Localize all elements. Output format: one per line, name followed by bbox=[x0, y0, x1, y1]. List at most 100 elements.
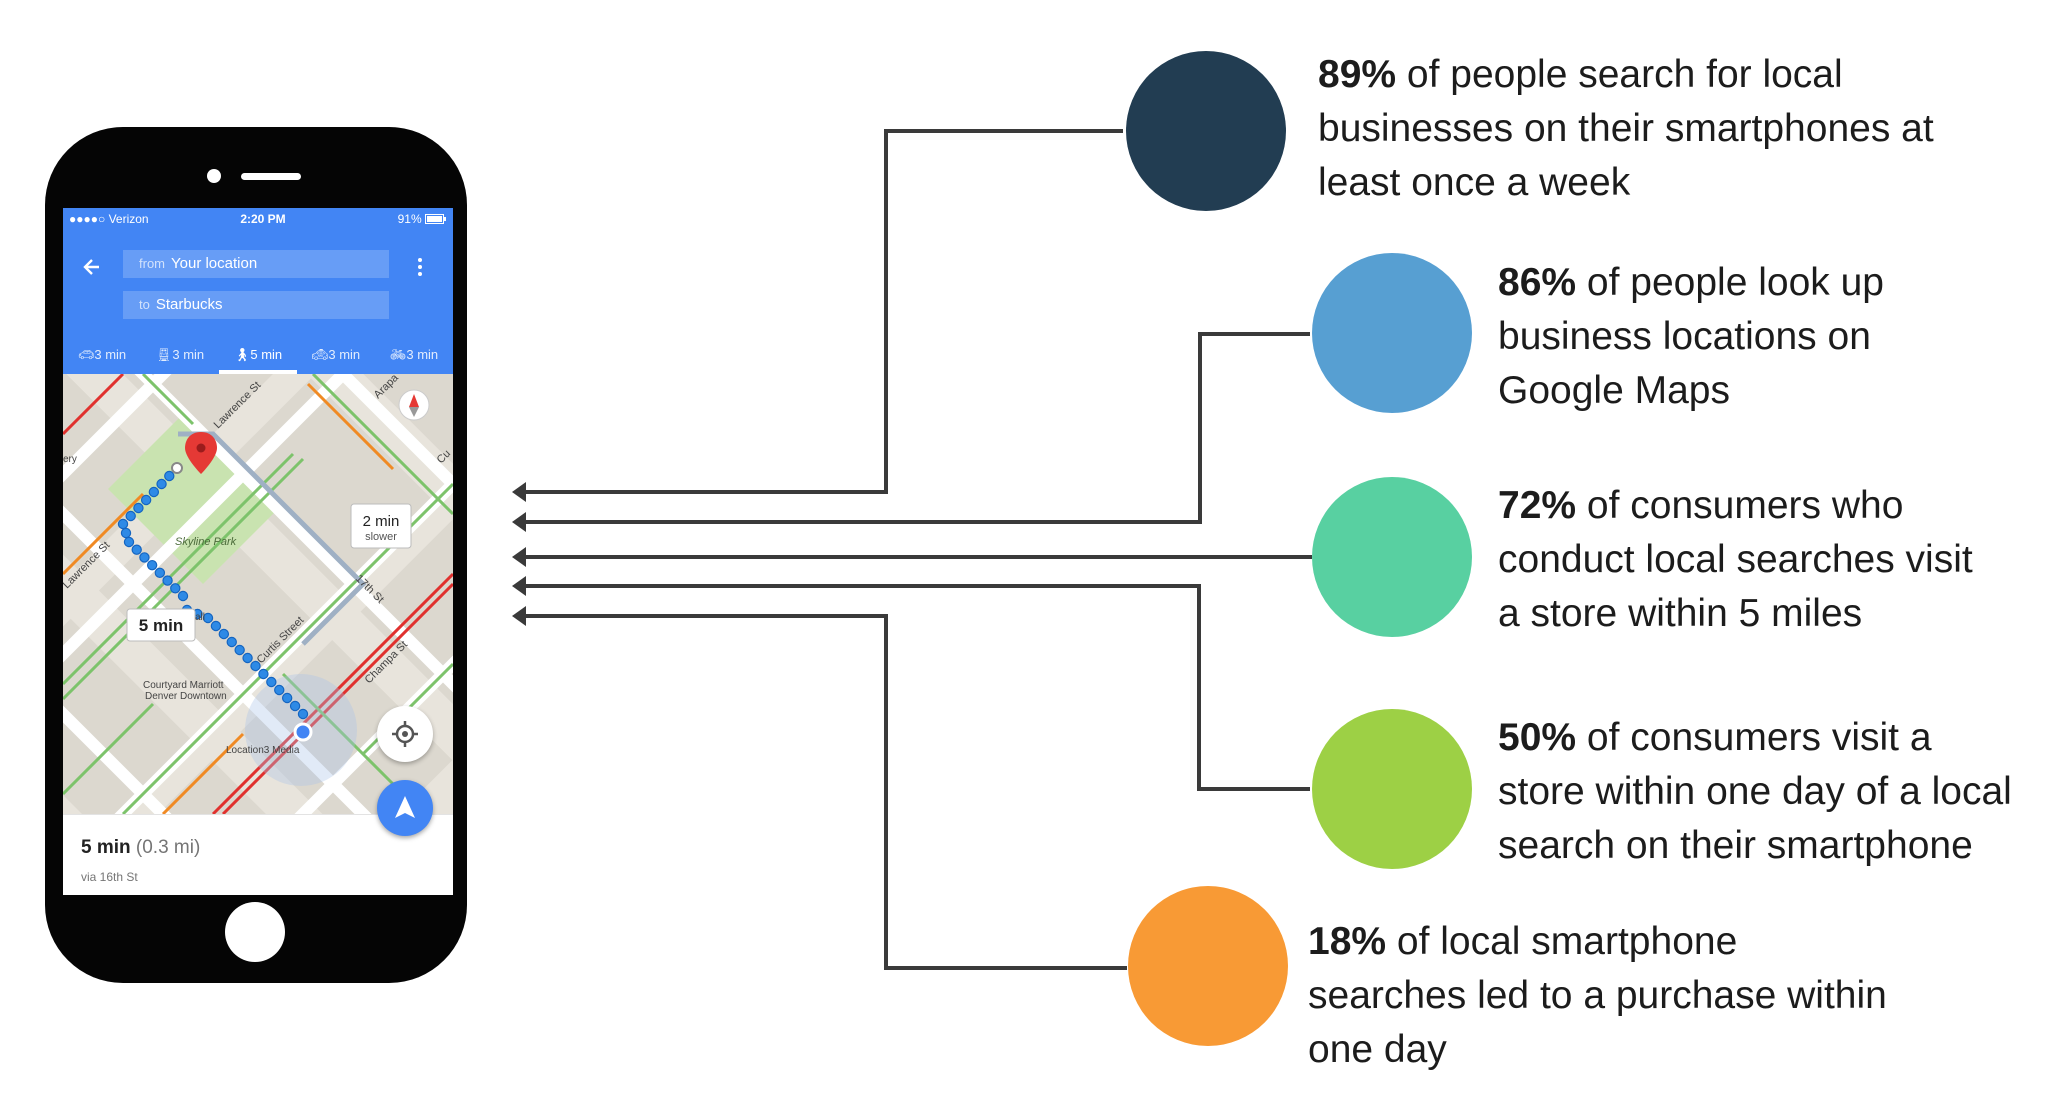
arrowhead-icon bbox=[512, 576, 526, 596]
poi-label-marriott-2: Denver Downtown bbox=[145, 691, 227, 702]
destination-pin-icon[interactable] bbox=[185, 432, 217, 474]
route-dot bbox=[297, 708, 309, 720]
route-dot bbox=[154, 567, 166, 579]
bike-icon: 🚲︎ bbox=[389, 347, 407, 362]
route-dot bbox=[139, 552, 150, 563]
traffic-lines bbox=[63, 374, 453, 814]
route-map[interactable]: Lawrence St Lawrence St 17th St Curtis S… bbox=[63, 374, 453, 814]
route-dot bbox=[242, 652, 253, 664]
tab-taxi-label: 3 min bbox=[328, 347, 361, 362]
battery-icon bbox=[425, 214, 446, 224]
route-summary-card[interactable]: 5 min (0.3 mi) via 16th St bbox=[63, 814, 453, 895]
arrowhead-icon bbox=[512, 606, 526, 626]
route-dot bbox=[133, 502, 144, 514]
connector-1 bbox=[520, 129, 1123, 494]
walking-route bbox=[117, 470, 309, 720]
stat-text-5: 18% of local smartphone searches led to … bbox=[1308, 915, 2008, 1077]
stat-text-3: 72% of consumers who conduct local searc… bbox=[1498, 479, 2038, 641]
connector-4 bbox=[520, 584, 1310, 791]
route-dot bbox=[258, 668, 269, 680]
stat-line-1a: businesses on their smartphones at bbox=[1318, 107, 1934, 150]
tab-transit[interactable]: 🚆︎3 min bbox=[141, 336, 219, 374]
stat-text-4: 50% of consumers visit a store within on… bbox=[1498, 711, 2046, 873]
route-badge-alt-note: slower bbox=[365, 531, 397, 543]
stat-percent-5: 18% bbox=[1308, 920, 1387, 963]
route-badge-alt-time: 2 min bbox=[363, 513, 400, 530]
tab-bike-label: 3 min bbox=[406, 347, 439, 362]
stat-line-3b: a store within 5 miles bbox=[1498, 592, 1863, 635]
current-location-dot bbox=[293, 722, 313, 742]
transit-icon: 🚆︎ bbox=[155, 347, 173, 362]
route-dot bbox=[266, 676, 277, 688]
stat-line-2b: Google Maps bbox=[1498, 369, 1730, 412]
stat-circle-5 bbox=[1128, 886, 1288, 1046]
status-carrier: ●●●●○ Verizon bbox=[69, 212, 149, 226]
stat-line-5b: one day bbox=[1308, 1028, 1447, 1071]
route-dot bbox=[210, 620, 222, 632]
stat-line-4b: search on their smartphone bbox=[1498, 824, 1973, 867]
car-icon: 🚗︎ bbox=[77, 347, 95, 362]
home-button[interactable] bbox=[225, 902, 285, 962]
route-dot bbox=[250, 660, 261, 672]
travel-mode-tabs: 🚗︎3 min 🚆︎3 min 🚶︎5 min 🚕︎3 min 🚲︎3 min bbox=[63, 336, 453, 374]
poi-label-ery: ery bbox=[63, 454, 77, 465]
eta-distance: (0.3 mi) bbox=[135, 837, 201, 858]
stat-text-2: 86% of people look up business locations… bbox=[1498, 256, 2038, 418]
stat-line-3a: conduct local searches visit bbox=[1498, 538, 1973, 581]
via-text: via 16th St bbox=[81, 870, 138, 884]
camera-icon bbox=[207, 169, 221, 183]
route-dot bbox=[148, 486, 160, 498]
stat-lead-5: of local smartphone bbox=[1396, 920, 1738, 963]
route-dot bbox=[226, 636, 237, 648]
compass-icon[interactable] bbox=[398, 389, 430, 421]
route-dot bbox=[177, 590, 189, 602]
tab-bike[interactable]: 🚲︎3 min bbox=[375, 336, 453, 374]
stat-lead-1: of people search for local bbox=[1406, 53, 1843, 96]
status-time: 2:20 PM bbox=[240, 212, 286, 226]
back-arrow-icon[interactable] bbox=[81, 256, 103, 278]
stat-percent-2: 86% bbox=[1498, 261, 1577, 304]
route-badge-walk[interactable]: 5 min bbox=[126, 608, 196, 642]
route-dot bbox=[123, 536, 135, 548]
walk-icon: 🚶︎ bbox=[233, 347, 251, 362]
route-dot bbox=[120, 527, 132, 539]
stat-line-4a: store within one day of a local bbox=[1498, 770, 2012, 813]
poi-label-all: all bbox=[195, 612, 205, 623]
arrowhead-icon bbox=[512, 547, 526, 567]
tab-walk[interactable]: 🚶︎5 min bbox=[219, 336, 297, 374]
start-navigation-button[interactable] bbox=[377, 780, 433, 836]
park-area bbox=[108, 414, 278, 584]
route-dot bbox=[202, 612, 214, 624]
status-battery: 91% bbox=[398, 212, 447, 226]
tab-drive[interactable]: 🚗︎3 min bbox=[63, 336, 141, 374]
taxi-icon: 🚕︎ bbox=[311, 347, 329, 362]
map-blocks bbox=[63, 374, 453, 814]
stat-circle-4 bbox=[1312, 709, 1472, 869]
navigation-arrow-icon bbox=[395, 796, 415, 818]
route-dot bbox=[281, 692, 293, 704]
stat-line-1b: least once a week bbox=[1318, 161, 1631, 204]
tab-taxi[interactable]: 🚕︎3 min bbox=[297, 336, 375, 374]
more-options-icon[interactable] bbox=[409, 256, 431, 278]
tab-drive-label: 3 min bbox=[94, 347, 127, 362]
route-dot bbox=[234, 644, 245, 656]
route-badge-alt[interactable]: 2 min slower bbox=[350, 503, 412, 549]
route-dot bbox=[218, 628, 230, 640]
status-bar: ●●●●○ Verizon 2:20 PM 91% bbox=[63, 208, 453, 232]
route-dot bbox=[131, 544, 142, 555]
my-location-button[interactable] bbox=[377, 706, 433, 762]
stat-lead-2: of people look up bbox=[1586, 261, 1884, 304]
to-prefix: to bbox=[139, 297, 150, 312]
stat-circle-3 bbox=[1312, 477, 1472, 637]
route-badge-walk-time: 5 min bbox=[139, 616, 183, 635]
from-value: Your location bbox=[171, 255, 258, 272]
route-dot bbox=[274, 684, 285, 696]
stat-percent-3: 72% bbox=[1498, 484, 1577, 527]
stat-text-1: 89% of people search for local businesse… bbox=[1318, 48, 2018, 210]
